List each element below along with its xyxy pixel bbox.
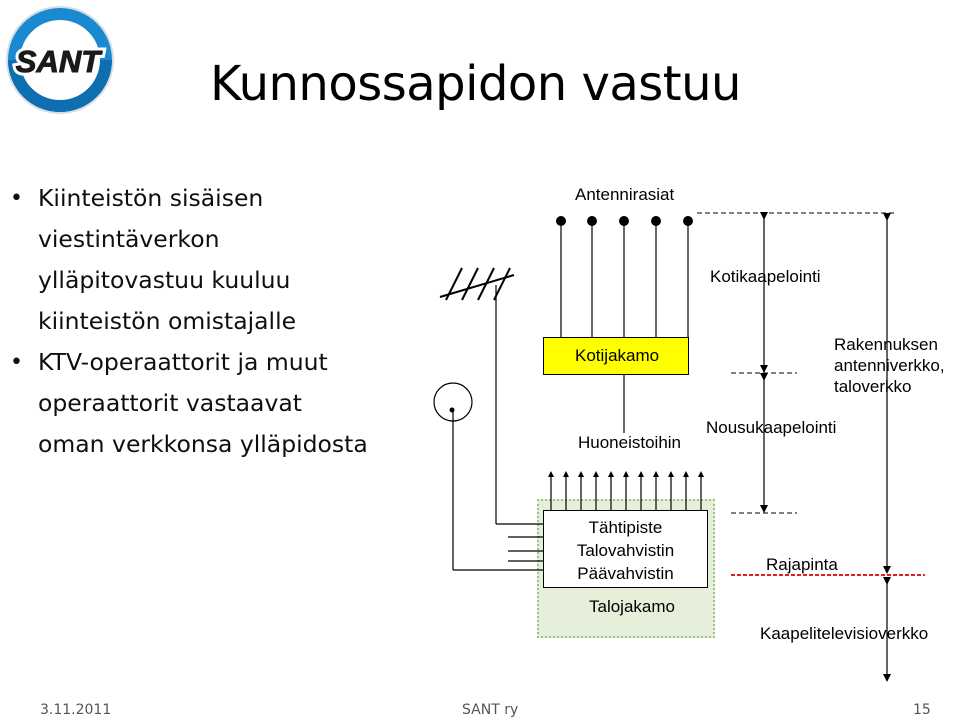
bullet-line: oman verkkonsa ylläpidosta [38,430,368,458]
label-kaapelitelevisioverkko: Kaapelitelevisioverkko [760,624,929,643]
sant-logo: SANT SANT [6,6,114,114]
bullet-line: operaattorit vastaavat [38,389,302,417]
label-talojakamo: Talojakamo [589,597,675,616]
page-title: Kunnossapidon vastuu [210,56,741,112]
label-kotikaapelointi: Kotikaapelointi [710,267,821,286]
footer-org: SANT ry [462,702,519,718]
label-huoneistoihin: Huoneistoihin [578,433,682,453]
kotijakamo-box [543,337,689,375]
bullet-line: kiinteistön omistajalle [38,307,297,335]
label-paavahvistin: Päävahvistin [577,564,674,583]
footer-date: 3.11.2011 [40,702,112,718]
label-rakennuksen-1: Rakennuksen [834,335,938,354]
footer-page-number: 15 [913,702,931,718]
bullet-item: • KTV-operaattorit ja muut operaattorit … [10,342,430,465]
bullet-dot-icon: • [10,186,23,211]
antenna-mast-icon [439,267,515,301]
bullet-list: • Kiinteistön sisäisen viestintäverkon y… [10,178,430,465]
bullet-line: viestintäverkon [38,225,220,253]
logo-text-outline: SANT [16,44,103,79]
logo-text: SANT [16,44,103,79]
bullet-line: Kiinteistön sisäisen [38,184,264,212]
label-nousukaapelointi: Nousukaapelointi [706,418,837,437]
bullet-item: • Kiinteistön sisäisen viestintäverkon y… [10,178,430,342]
label-rakennuksen-2: antenniverkko, [834,356,945,375]
label-tahtipiste: Tähtipiste [588,518,663,537]
bullet-line: KTV-operaattorit ja muut [38,348,328,376]
label-antennirasiat: Antennirasiat [575,185,675,204]
bullet-line: ylläpitovastuu kuuluu [38,266,291,294]
label-rakennuksen-3: taloverkko [834,377,912,396]
label-rajapinta: Rajapinta [766,555,838,574]
bullet-dot-icon: • [10,350,23,375]
tahtipiste-box [543,510,708,588]
label-kotijakamo: Kotijakamo [575,346,660,365]
label-talovahvistin: Talovahvistin [576,541,675,560]
